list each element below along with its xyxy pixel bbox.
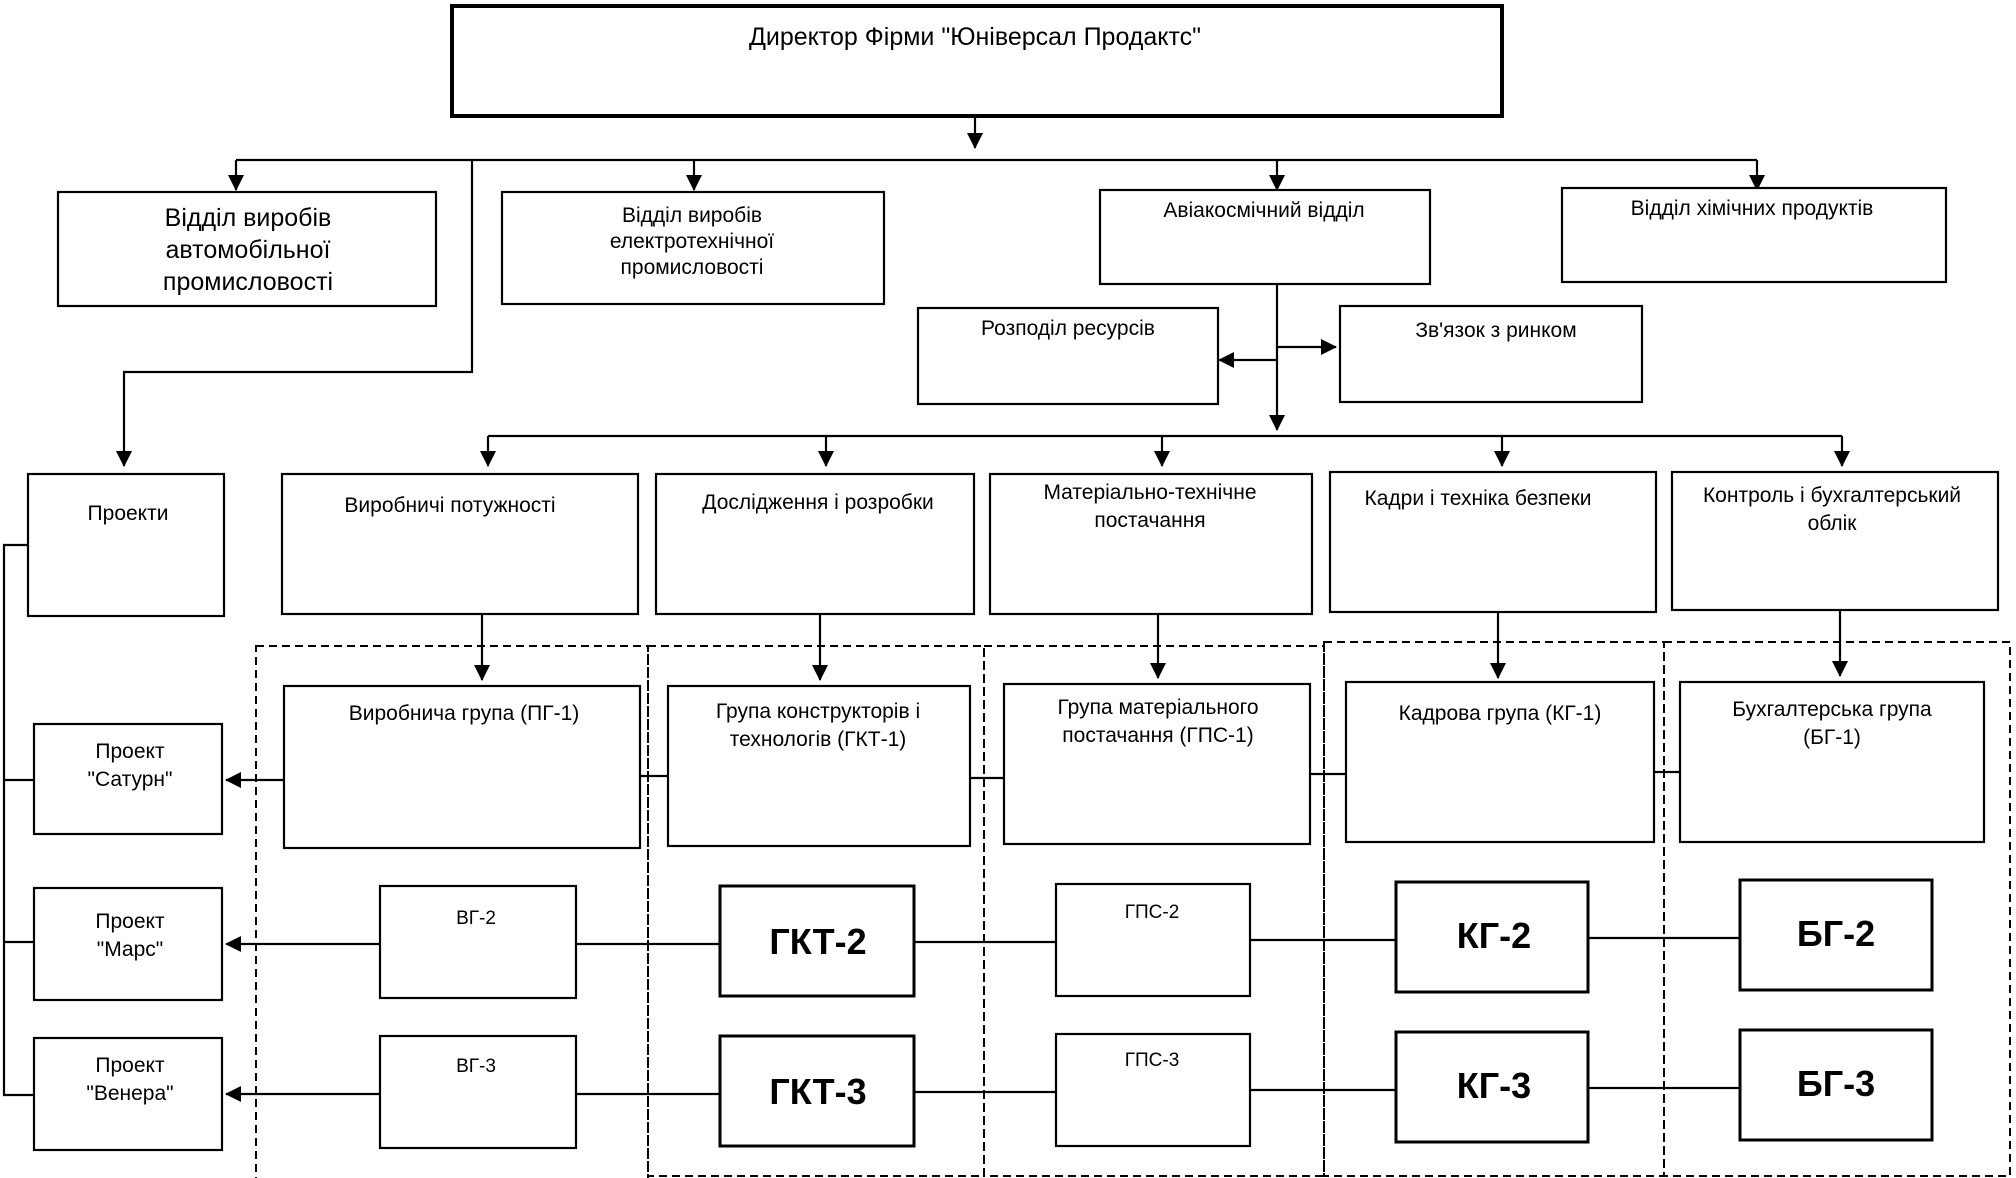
function-connectors: [480, 434, 1850, 467]
group-row2-rnd-label: ГКТ-2: [769, 921, 866, 962]
group-row1-rnd: Група конструкторів і технологів (ГКТ-1): [666, 684, 972, 848]
function-hr: Кадри і техніка безпеки: [1328, 470, 1658, 614]
project-venus: Проект "Венера": [32, 1036, 224, 1152]
division-electro: Відділ виробів електротехнічної промисло…: [500, 190, 886, 306]
group-row3-hr-label: КГ-3: [1457, 1065, 1531, 1106]
group-row1-accounting-line1: Бухгалтерська група: [1732, 698, 1932, 721]
function-accounting-line2: облік: [1808, 512, 1858, 535]
group-row2-supply-label: ГПС-2: [1125, 902, 1180, 923]
group-row1-accounting-line2: (БГ-1): [1803, 726, 1861, 749]
group-row1-supply-line2: постачання (ГПС-1): [1062, 724, 1253, 747]
division-electro-line2: електротехнічної: [610, 230, 774, 253]
division-electro-line3: промисловості: [621, 256, 764, 279]
function-rnd: Дослідження і розробки: [654, 472, 976, 616]
group-row2-hr: КГ-2: [1394, 880, 1590, 994]
aero-market-label: Зв'язок з ринком: [1415, 319, 1576, 342]
project-mars-line1: Проект: [95, 910, 165, 933]
group-row2-supply: ГПС-2: [1054, 882, 1252, 998]
group-row1-rnd-line1: Група конструкторів і: [716, 700, 920, 723]
director-label: Директор Фірми "Юніверсал Продактс": [749, 23, 1201, 51]
group-row1-supply: Група матеріального постачання (ГПС-1): [1002, 682, 1312, 846]
group-row3-production: ВГ-3: [378, 1034, 578, 1150]
division-auto-line1: Відділ виробів: [165, 204, 332, 232]
group-row2-hr-label: КГ-2: [1457, 915, 1531, 956]
project-saturn: Проект "Сатурн": [32, 722, 224, 836]
group-row3-rnd: ГКТ-3: [718, 1034, 916, 1148]
group-row3-accounting: БГ-3: [1738, 1028, 1934, 1142]
aero-staff-connectors: [1218, 284, 1337, 431]
project-mars: Проект "Марс": [32, 886, 224, 1002]
function-accounting-line1: Контроль і бухгалтерський: [1703, 484, 1961, 507]
group-row2-accounting-label: БГ-2: [1797, 913, 1875, 954]
group-row1-hr: Кадрова група (КГ-1): [1344, 680, 1656, 844]
director-box: [450, 4, 1504, 118]
group-row3-accounting-label: БГ-3: [1797, 1063, 1875, 1104]
division-chem: Відділ хімічних продуктів: [1560, 186, 1948, 284]
group-row2-production-label: ВГ-2: [456, 908, 496, 929]
group-row3-production-label: ВГ-3: [456, 1056, 496, 1077]
division-chem-label: Відділ хімічних продуктів: [1631, 197, 1874, 220]
division-aero-label: Авіакосмічний відділ: [1163, 199, 1364, 222]
division-aero: Авіакосмічний відділ: [1098, 188, 1432, 286]
row1-connectors: [225, 770, 1680, 788]
row2-connectors: [225, 936, 1740, 952]
project-mars-line2: "Марс": [97, 938, 164, 961]
director-connectors: [116, 116, 1765, 467]
group-row2-accounting: БГ-2: [1738, 878, 1934, 992]
aero-market: Зв'язок з ринком: [1338, 304, 1644, 404]
project-saturn-line2: "Сатурн": [88, 768, 173, 791]
group-row1-accounting: Бухгалтерська група (БГ-1): [1678, 680, 1986, 844]
aero-resources: Розподіл ресурсів: [916, 306, 1220, 406]
group-row2-rnd: ГКТ-2: [718, 884, 916, 998]
aero-resources-label: Розподіл ресурсів: [981, 317, 1155, 340]
division-auto-line3: промисловості: [163, 268, 333, 296]
division-electro-line1: Відділ виробів: [622, 204, 762, 227]
group-row1-hr-label: Кадрова група (КГ-1): [1399, 702, 1602, 725]
function-supply: Матеріально-технічне постачання: [988, 472, 1314, 616]
group-row1-production: Виробнича група (ПГ-1): [282, 684, 642, 850]
group-row3-supply-label: ГПС-3: [1125, 1050, 1180, 1071]
function-accounting: Контроль і бухгалтерський облік: [1670, 470, 2000, 612]
group-row3-hr: КГ-3: [1394, 1030, 1590, 1144]
group-row1-production-label: Виробнича група (ПГ-1): [349, 702, 580, 725]
function-hr-label: Кадри і техніка безпеки: [1364, 487, 1591, 510]
group-row2-production: ВГ-2: [378, 884, 578, 1000]
division-auto: Відділ виробів автомобільної промисловос…: [56, 190, 438, 308]
row3-connectors: [225, 1086, 1740, 1102]
projects-header-label: Проекти: [88, 502, 169, 525]
group-row3-rnd-label: ГКТ-3: [769, 1071, 866, 1112]
function-supply-line1: Матеріально-технічне: [1043, 481, 1256, 504]
function-rnd-label: Дослідження і розробки: [702, 491, 934, 514]
group-row3-supply: ГПС-3: [1054, 1032, 1252, 1148]
project-venus-line1: Проект: [95, 1054, 165, 1077]
project-saturn-line1: Проект: [95, 740, 165, 763]
division-auto-line2: автомобільної: [166, 236, 331, 264]
project-venus-line2: "Венера": [86, 1082, 173, 1105]
group-row1-rnd-line2: технологів (ГКТ-1): [730, 728, 907, 751]
function-production: Виробничі потужності: [280, 472, 640, 616]
dashed-columns: [255, 641, 2011, 1178]
function-supply-line2: постачання: [1094, 509, 1205, 532]
projects-header: Проекти: [26, 472, 226, 618]
projects-bracket: [2, 543, 36, 1097]
group-row1-supply-line1: Група матеріального: [1057, 696, 1258, 719]
function-production-label: Виробничі потужності: [344, 494, 555, 517]
